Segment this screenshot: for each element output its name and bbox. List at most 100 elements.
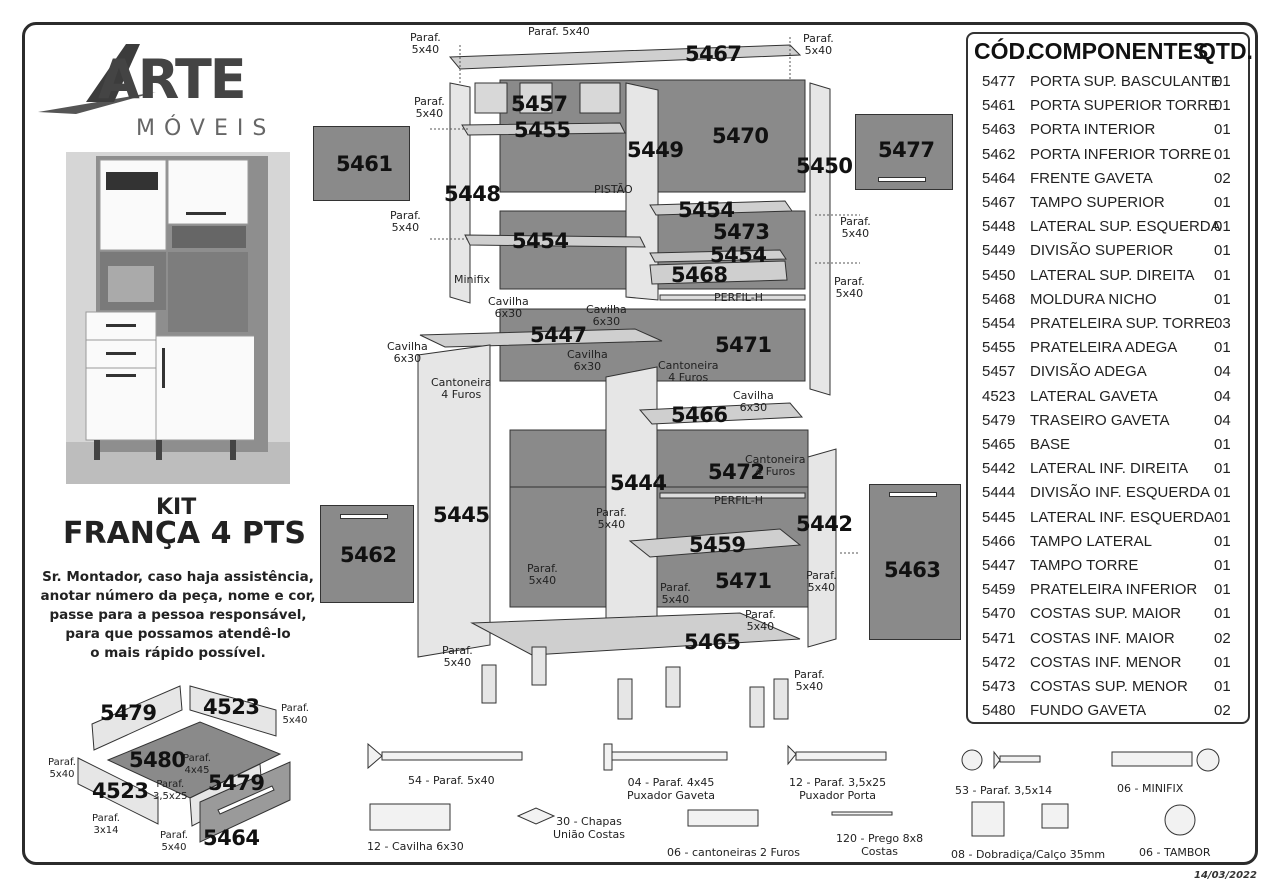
piston-label: PISTÃO xyxy=(594,183,633,196)
component-name: FRENTE GAVETA xyxy=(1030,169,1153,187)
component-name: DIVISÃO ADEGA xyxy=(1030,363,1147,381)
part-number: 5463 xyxy=(884,558,941,582)
component-name: PORTA SUPERIOR TORRE xyxy=(1030,97,1219,115)
dowel-label: Cavilha 6x30 xyxy=(387,340,428,365)
assembly-drawing xyxy=(417,37,860,728)
component-name: LATERAL SUP. ESQUERDA xyxy=(1030,218,1221,236)
door-5477-handle xyxy=(878,177,926,182)
screw-label: Paraf. 5x40 xyxy=(596,506,627,531)
part-number: 5445 xyxy=(433,503,490,527)
component-qty: 01 xyxy=(1214,460,1231,478)
screw-label: Paraf. 5x40 xyxy=(410,31,441,56)
part-number: 5468 xyxy=(671,263,728,287)
notice-line: passe para a pessoa responsável, xyxy=(49,607,307,623)
hardware-item: 53 - Paraf. 3,5x14 xyxy=(955,784,1053,797)
screw-label: Paraf. 5x40 xyxy=(745,608,776,633)
component-name: DIVISÃO INF. ESQUERDA xyxy=(1030,484,1211,502)
component-code: 5464 xyxy=(982,169,1016,187)
component-name: TRASEIRO GAVETA xyxy=(1030,411,1170,429)
brand-subtitle: MÓVEIS xyxy=(136,116,276,141)
part-number: 5465 xyxy=(684,630,741,654)
component-code: 5455 xyxy=(982,339,1016,357)
screw-label: Paraf. 3,5x25 xyxy=(153,779,188,802)
screw-label: Paraf. 5x40 xyxy=(834,275,865,300)
screw-label: Paraf. 5x40 xyxy=(527,562,558,587)
component-qty: 01 xyxy=(1214,194,1231,211)
hardware-drawings xyxy=(367,742,1220,837)
hardware-item: 30 - Chapas União Costas xyxy=(553,815,625,841)
component-name: PORTA SUP. BASCULANTE xyxy=(1030,73,1221,90)
component-name: MOLDURA NICHO xyxy=(1030,290,1157,308)
door-5462-panel xyxy=(320,505,414,603)
notice-line: Sr. Montador, caso haja assistência, xyxy=(42,569,314,585)
screw-label: Paraf. 5x40 xyxy=(390,209,421,234)
table-header-qty: QTD. xyxy=(1198,38,1253,64)
component-code: 5444 xyxy=(982,484,1016,502)
dowel-label: Cavilha 6x30 xyxy=(733,389,774,414)
part-number: 5449 xyxy=(627,138,684,162)
component-code: 4523 xyxy=(982,387,1016,405)
component-name: PORTA INTERIOR xyxy=(1030,121,1156,139)
component-name: COSTAS SUP. MAIOR xyxy=(1030,605,1182,623)
part-number: 5466 xyxy=(671,403,728,427)
part-number: 5479 xyxy=(100,701,157,725)
component-code: 5448 xyxy=(982,218,1016,236)
hardware-item: 06 - TAMBOR xyxy=(1139,846,1211,859)
component-code: 5465 xyxy=(982,436,1016,453)
part-number: 5454 xyxy=(678,198,735,222)
dowel-label: Cavilha 6x30 xyxy=(488,295,529,320)
component-code: 5467 xyxy=(982,194,1016,211)
door-5463-panel xyxy=(869,484,961,640)
component-name: TAMPO LATERAL xyxy=(1030,532,1152,550)
hardware-item: 06 - MINIFIX xyxy=(1117,782,1184,795)
door-5462-handle xyxy=(340,514,388,519)
kit-label: KIT xyxy=(156,495,197,520)
part-number: 4523 xyxy=(92,779,149,803)
table-row: 5455 PRATELEIRA ADEGA 01 xyxy=(968,336,1248,360)
part-number: 5471 xyxy=(715,333,772,357)
drawer-detail xyxy=(50,672,310,852)
screw-label: Paraf. 5x40 xyxy=(528,25,590,38)
component-qty: 01 xyxy=(1214,581,1231,599)
component-qty: 01 xyxy=(1214,436,1231,453)
part-number: 5447 xyxy=(530,323,587,347)
component-qty: 01 xyxy=(1214,557,1231,574)
door-5463-handle xyxy=(889,492,937,497)
component-code: 5447 xyxy=(982,557,1016,574)
component-qty: 01 xyxy=(1214,653,1231,671)
component-qty: 01 xyxy=(1214,266,1231,284)
part-number: 5450 xyxy=(796,154,853,178)
component-code: 5471 xyxy=(982,629,1016,647)
component-name: PRATELEIRA SUP. TORRE xyxy=(1030,315,1215,332)
component-code: 5445 xyxy=(982,508,1016,526)
screw-label: Paraf. 5x40 xyxy=(660,581,691,606)
part-number: 5459 xyxy=(689,533,746,557)
component-name: LATERAL GAVETA xyxy=(1030,387,1158,405)
bracket-label: Cantoneira 4 Furos xyxy=(658,359,719,384)
component-qty: 03 xyxy=(1214,315,1231,332)
component-qty: 01 xyxy=(1214,339,1231,357)
component-qty: 04 xyxy=(1214,387,1231,405)
component-code: 5466 xyxy=(982,532,1016,550)
component-name: PRATELEIRA ADEGA xyxy=(1030,339,1178,357)
screw-label: Paraf. 5x40 xyxy=(414,95,445,120)
part-number: 5479 xyxy=(208,771,265,795)
part-number: 5448 xyxy=(444,182,501,206)
hardware-item: 06 - cantoneiras 2 Furos xyxy=(667,846,800,859)
logo-swoosh-icon xyxy=(38,44,156,114)
component-qty: 02 xyxy=(1214,629,1231,647)
screw-label: Paraf. 5x40 xyxy=(794,668,825,693)
hardware-item: 54 - Paraf. 5x40 xyxy=(408,774,495,787)
component-code: 5477 xyxy=(982,73,1016,90)
profile-label: PERFIL-H xyxy=(714,494,763,507)
component-name: PORTA INFERIOR TORRE xyxy=(1030,145,1212,163)
